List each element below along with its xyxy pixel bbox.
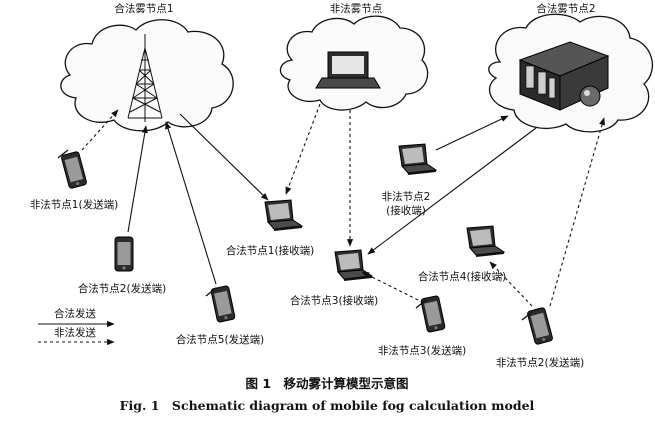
- pen-icon: [57, 149, 69, 159]
- cloud-label-legal-fog-1: 合法雾节点1: [114, 2, 173, 15]
- arrow-illegal2send-to-legal4: [489, 261, 533, 307]
- laptop-icon: [334, 249, 373, 282]
- legend-legal-send: 合法发送: [54, 307, 96, 320]
- node-label-illegal2-recv-2: (接收端): [386, 204, 426, 217]
- arrow-legal5-to-fog1: [165, 121, 217, 285]
- arrow-illegal2-to-fog2: [435, 115, 509, 151]
- caption-chinese: 图 1 移动雾计算模型示意图: [245, 376, 408, 391]
- fog-laptop-icon: [315, 51, 381, 89]
- node-label-illegal2-send: 非法节点2(发送端): [496, 356, 584, 369]
- phone-icon: [114, 236, 134, 272]
- laptop-icon: [466, 225, 505, 258]
- pen-icon: [205, 287, 217, 297]
- node-label-illegal2-recv-1: 非法节点2: [382, 190, 431, 203]
- arrow-fog2-to-legal3: [367, 127, 537, 255]
- legend-illegal-send: 非法发送: [54, 326, 96, 339]
- node-label-legal1-recv: 合法节点1(接收端): [226, 244, 314, 257]
- fog-server-icon: [518, 41, 610, 111]
- cloud-label-illegal-fog: 非法雾节点: [330, 2, 383, 15]
- laptop-icon: [264, 199, 303, 232]
- node-label-legal3-recv: 合法节点3(接收端): [290, 294, 378, 307]
- pen-icon: [521, 311, 533, 321]
- phone-icon: [210, 285, 236, 323]
- pen-icon: [415, 299, 427, 309]
- arrow-illegalfog-to-legal1: [285, 103, 321, 195]
- node-label-legal5-send: 合法节点5(发送端): [176, 333, 264, 346]
- caption-english: Fig. 1 Schematic diagram of mobile fog c…: [120, 398, 535, 413]
- arrow-illegal2send-to-fog2: [549, 117, 606, 307]
- cloud-legal-fog-1: [60, 19, 234, 132]
- node-label-illegal1-send: 非法节点1(发送端): [30, 198, 118, 211]
- laptop-icon: [398, 143, 437, 176]
- fog-tower-icon: [127, 34, 163, 122]
- node-label-illegal3-send: 非法节点3(发送端): [378, 344, 466, 357]
- arrow-illegal3-to-legal3: [361, 271, 419, 301]
- arrow-fog1-to-legal1: [179, 113, 269, 201]
- arrow-legal2-to-fog1: [127, 125, 148, 233]
- arrow-illegal1-to-fog1: [81, 109, 119, 151]
- node-label-legal4-recv: 合法节点4(接收端): [418, 270, 506, 283]
- cloud-label-legal-fog-2: 合法雾节点2: [536, 2, 595, 15]
- phone-icon: [60, 150, 88, 190]
- node-label-legal2-send: 合法节点2(发送端): [78, 282, 166, 295]
